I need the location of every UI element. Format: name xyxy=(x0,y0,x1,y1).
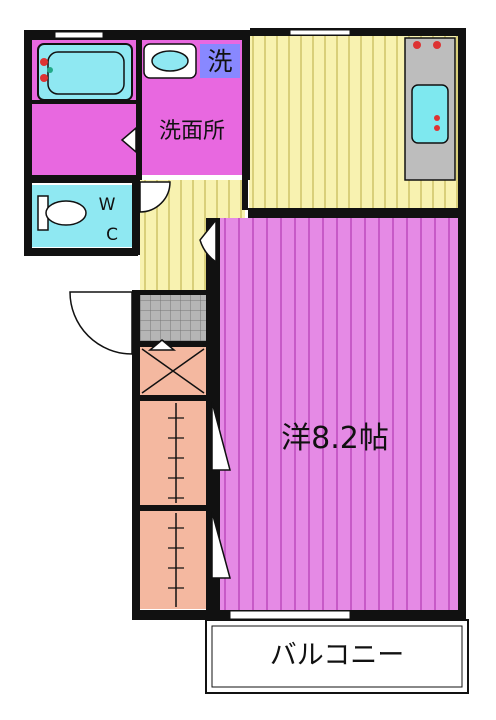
washer-box xyxy=(200,44,240,78)
washer-label: 洗 xyxy=(207,47,232,76)
toilet-c-label: C xyxy=(106,225,118,245)
window xyxy=(289,29,351,36)
bathtub-inner xyxy=(47,51,125,95)
window xyxy=(229,610,351,620)
toilet-bowl xyxy=(45,200,87,226)
room-label: 洋8.2帖 xyxy=(281,421,389,456)
faucet-icon xyxy=(40,58,48,66)
stove-burner-icon xyxy=(413,41,421,49)
stove-burner-icon xyxy=(433,41,441,49)
balcony-label: バルコニー xyxy=(270,640,404,671)
entrance-floor xyxy=(140,295,206,341)
window xyxy=(54,31,104,39)
doors xyxy=(69,126,231,579)
kitchen-sink xyxy=(411,84,449,144)
western-room-area xyxy=(218,218,461,611)
balcony xyxy=(205,619,469,694)
faucet-icon xyxy=(40,74,48,82)
toilet-w-label: W xyxy=(99,195,116,215)
washroom-label: 洗面所 xyxy=(159,119,225,144)
